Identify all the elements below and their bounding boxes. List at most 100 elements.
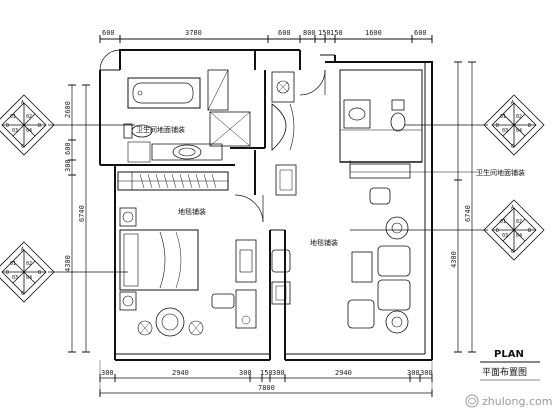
dim-left-2: 600 (64, 142, 72, 155)
dim-bottom-1: 300 (101, 369, 114, 377)
index-ru-01: 01 (500, 114, 506, 120)
index-rl-03: 03 (502, 233, 508, 239)
left-dimension-texts: 2600 600 300 4300 6740 (64, 101, 86, 272)
index-lu-c: C (21, 144, 24, 150)
room-label-bath-left: 卫生间地面铺装 (136, 125, 185, 134)
bathtub (127, 77, 201, 109)
index-rl-04: 04 (516, 233, 522, 239)
index-ru-b: B (528, 123, 531, 129)
index-ru-d: D (496, 123, 499, 129)
index-ru-03: 03 (502, 128, 508, 134)
index-ll-d: D (6, 270, 9, 276)
dim-bottom-4: 150 (260, 369, 273, 377)
shower-cabinet (207, 69, 229, 111)
index-rl-d: D (496, 228, 499, 234)
dim-left-4: 4300 (64, 255, 72, 272)
sofa-set (347, 245, 411, 329)
dim-top-6: 150 (330, 29, 343, 37)
dim-bottom-total: 7800 (258, 384, 275, 392)
console-table-corridor (271, 103, 295, 151)
index-rl-b: B (528, 228, 531, 234)
watermark: zhulong.com (465, 394, 552, 408)
wall-right (334, 55, 433, 360)
luggage-rack (275, 164, 297, 196)
dim-top-3: 600 (278, 29, 291, 37)
plan-subtitle: 平面布置图 (482, 366, 527, 378)
bedroom-door-arc (234, 194, 264, 223)
dim-bottom-5: 300 (272, 369, 285, 377)
bottom-dimension-texts: 300 2940 300 150 300 2940 300 300 7800 (101, 369, 433, 392)
plan-title: PLAN (494, 349, 524, 360)
desk-right (349, 163, 411, 205)
toilet-left (123, 123, 153, 139)
index-symbol-left-lower (0, 241, 55, 303)
index-lu-01: 01 (10, 114, 16, 120)
dim-top-5: 150 (318, 29, 331, 37)
bed (119, 229, 199, 291)
dim-top-8: 600 (414, 29, 427, 37)
wardrobe-hangers (139, 173, 217, 189)
index-ll-02: 02 (26, 261, 32, 267)
room-label-bath-right: 卫生间地面铺装 (476, 168, 525, 177)
nightstand-bottom (119, 291, 137, 311)
top-dimension-texts: 600 3780 600 800 150 150 1600 600 (102, 29, 427, 37)
dim-left-total: 6740 (78, 205, 86, 222)
dim-top-2: 3780 (185, 29, 202, 37)
dim-top-1: 600 (102, 29, 115, 37)
index-ll-b: B (38, 270, 41, 276)
index-rl-a: A (511, 205, 514, 211)
entry-door-arc-right (299, 69, 326, 96)
entry-door-arc-left (99, 49, 121, 71)
index-rl-02: 02 (516, 219, 522, 225)
index-lu-b: B (38, 123, 41, 129)
index-ll-a: A (21, 247, 24, 253)
index-ll-01: 01 (10, 261, 16, 267)
index-lu-d: D (6, 123, 9, 129)
dim-right-1: 4300 (450, 251, 458, 268)
armchair-bedroom (137, 307, 204, 337)
index-ll-03: 03 (12, 275, 18, 281)
wall-lamp-corridor (271, 71, 295, 103)
index-symbol-texts: A 01 02 D 03 04 C B A 01 02 D 03 04 C B … (6, 100, 531, 297)
sofa-single-top (385, 216, 409, 240)
index-rl-c: C (511, 249, 514, 255)
dim-top-7: 1600 (365, 29, 382, 37)
nightstand-top (119, 207, 137, 227)
room-label-living: 地毯铺装 (310, 238, 338, 247)
index-ll-04: 04 (26, 275, 32, 281)
toilet-right (390, 99, 406, 132)
desk-chair-bedroom (211, 289, 257, 329)
index-lu-04: 04 (26, 128, 32, 134)
basin-right (343, 99, 371, 129)
index-ru-a: A (511, 100, 514, 106)
index-rl-01: 01 (500, 219, 506, 225)
dim-left-3: 300 (64, 159, 72, 172)
vanity-left (127, 141, 223, 163)
dim-bottom-8: 300 (420, 369, 433, 377)
dim-left-1: 2600 (64, 101, 72, 118)
desk-bedroom (235, 239, 257, 283)
dim-bottom-2: 2940 (172, 369, 189, 377)
dim-bottom-3: 300 (239, 369, 252, 377)
index-ru-02: 02 (516, 114, 522, 120)
wall-top-left (119, 49, 256, 70)
side-table-round (385, 310, 409, 334)
index-lu-03: 03 (12, 128, 18, 134)
dim-right-total: 6740 (464, 205, 472, 222)
index-symbol-right-lower (483, 199, 545, 261)
index-symbol-right-upper (483, 94, 545, 156)
index-lu-02: 02 (26, 114, 32, 120)
top-dimension-ticks (99, 35, 433, 43)
index-ru-04: 04 (516, 128, 522, 134)
watermark-text: zhulong.com (482, 395, 552, 408)
right-dimension-texts: 4300 6740 (450, 205, 472, 268)
dim-top-4: 800 (303, 29, 316, 37)
dim-bottom-7: 300 (407, 369, 420, 377)
room-label-bedroom: 地毯铺装 (178, 207, 206, 216)
title-block: PLAN 平面布置图 (480, 349, 540, 381)
index-lu-a: A (21, 100, 24, 106)
closet (209, 111, 251, 147)
index-ll-c: C (21, 291, 24, 297)
